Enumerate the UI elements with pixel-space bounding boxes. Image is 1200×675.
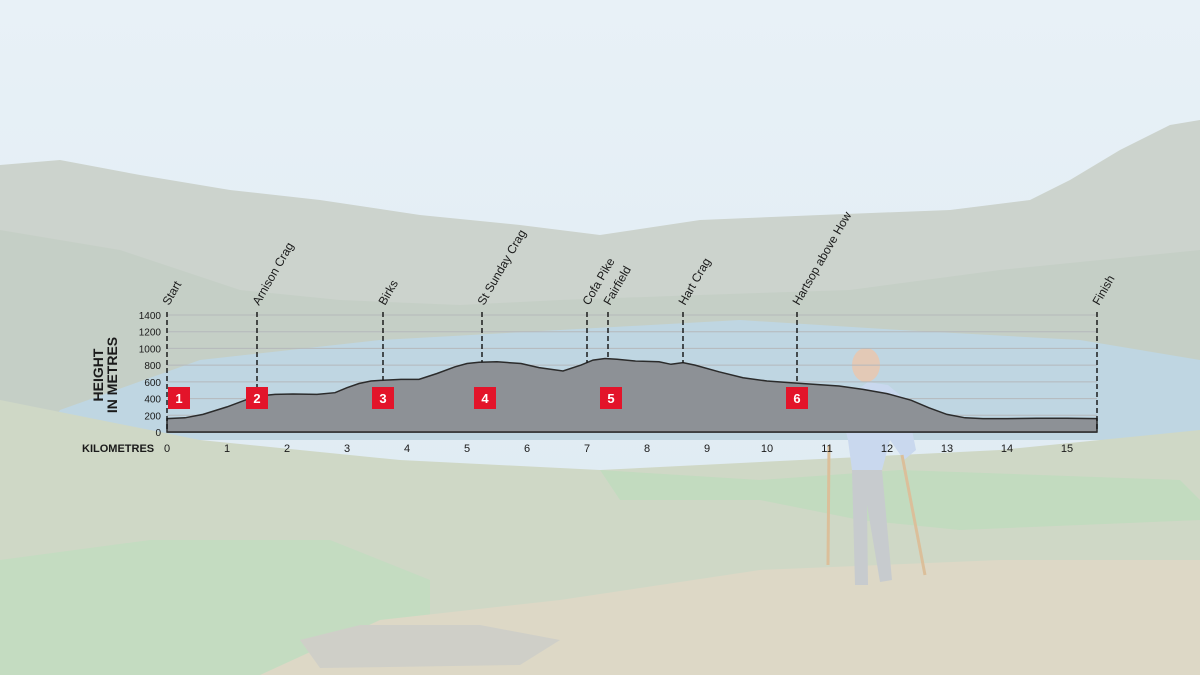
marker-number: 5: [607, 391, 614, 406]
y-tick-label: 0: [155, 428, 161, 439]
marker-number: 4: [481, 391, 489, 406]
y-axis-label-line-2: IN METRES: [104, 337, 120, 413]
y-axis-ticks: 0 200 400 600 800 1000 1200 1400: [139, 311, 162, 439]
y-tick-label: 400: [144, 395, 161, 406]
y-axis-label-line-1: HEIGHT: [90, 348, 106, 401]
waypoint-label: Finish: [1089, 273, 1117, 308]
waypoint-label: St Sunday Crag: [474, 227, 528, 307]
waypoint-label: Start: [159, 278, 184, 308]
y-tick-label: 1200: [139, 328, 162, 339]
marker-number: 2: [253, 391, 260, 406]
marker-box: [168, 387, 190, 409]
x-tick-label: 8: [644, 443, 650, 455]
x-tick-label: 12: [881, 443, 893, 455]
y-tick-label: 200: [144, 411, 161, 422]
waypoint-label: Arnison Crag: [249, 240, 296, 308]
x-tick-label: 15: [1061, 443, 1073, 455]
x-axis-label: KILOMETRES: [82, 443, 154, 455]
y-tick-label: 800: [144, 361, 161, 372]
x-tick-label: 10: [761, 443, 773, 455]
x-tick-label: 14: [1001, 443, 1013, 455]
marker-number: 6: [793, 391, 800, 406]
x-tick-label: 13: [941, 443, 953, 455]
y-tick-label: 600: [144, 378, 161, 389]
x-tick-label: 6: [524, 443, 530, 455]
x-tick-label: 7: [584, 443, 590, 455]
y-tick-label: 1000: [139, 344, 162, 355]
x-tick-label: 4: [404, 443, 410, 455]
x-tick-label: 9: [704, 443, 710, 455]
marker-box: [474, 387, 496, 409]
waypoint-label: Birks: [375, 277, 400, 307]
x-tick-label: 5: [464, 443, 470, 455]
y-tick-label: 1400: [139, 311, 162, 322]
y-axis-label: HEIGHT IN METRES: [90, 337, 120, 413]
marker-number: 3: [379, 391, 386, 406]
elevation-profile-area: [166, 357, 1098, 433]
marker-box: [786, 387, 808, 409]
x-tick-label: 1: [224, 443, 230, 455]
marker-box: [246, 387, 268, 409]
marker-box: [372, 387, 394, 409]
x-tick-label: 0: [164, 443, 170, 455]
x-tick-label: 11: [821, 443, 832, 455]
x-tick-label: 3: [344, 443, 350, 455]
waypoint-label: Hart Crag: [675, 255, 713, 307]
marker-number: 1: [175, 391, 182, 406]
waypoint-label: Hartsop above How: [789, 209, 854, 308]
marker-box: [600, 387, 622, 409]
numbered-markers: 1 2 3 4 5 6: [168, 387, 808, 409]
x-tick-label: 2: [284, 443, 290, 455]
